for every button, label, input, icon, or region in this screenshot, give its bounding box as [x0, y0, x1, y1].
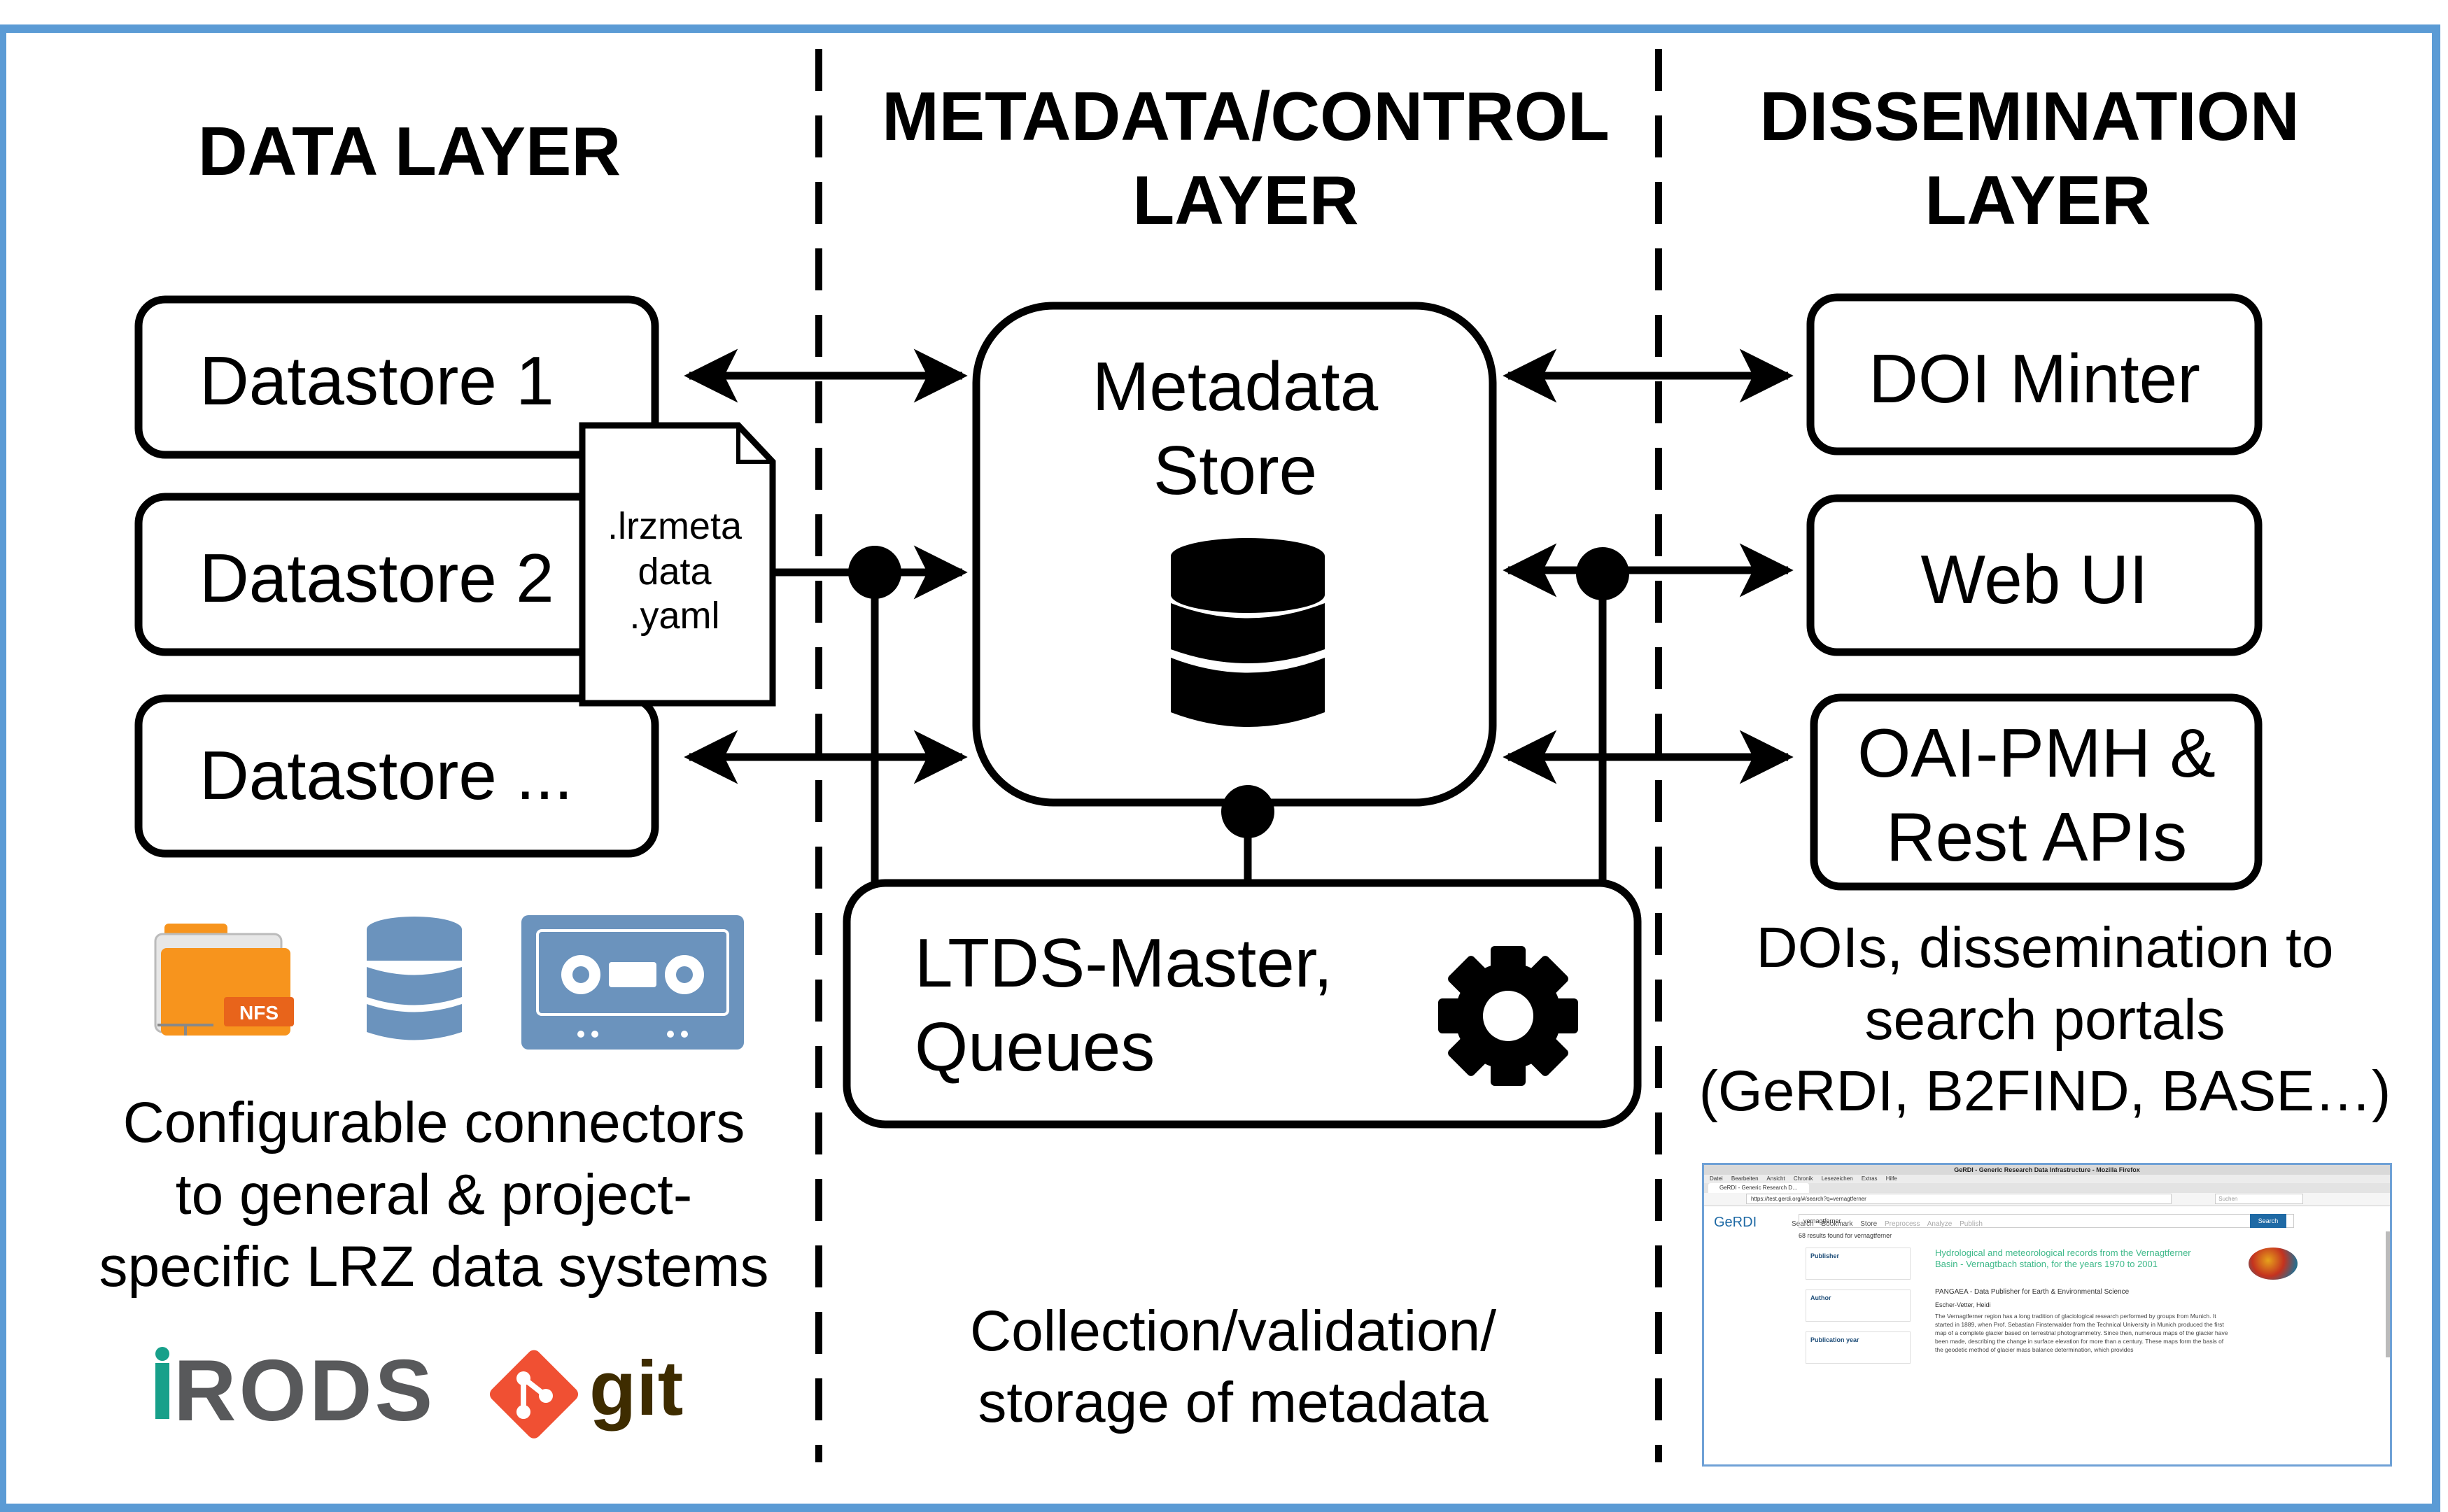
dissemination-layer-heading-line1: DISSEMINATION — [1759, 78, 2299, 155]
lrzmetadata-file-icon: .lrzmeta data .yaml — [579, 422, 776, 707]
doi-minter-box: DOI Minter — [1806, 293, 2263, 455]
datastore-2-box: Datastore 2 — [134, 493, 659, 656]
svg-text:NFS: NFS — [239, 1002, 279, 1024]
menu-item[interactable]: Datei — [1710, 1175, 1723, 1182]
tab-bar: GeRDI - Generic Research D… — [1704, 1183, 2390, 1193]
nav-publish[interactable]: Publish — [1960, 1220, 1983, 1228]
datastore-1-box: Datastore 1 — [134, 295, 659, 459]
facet-publisher[interactable]: Publisher — [1806, 1248, 1911, 1280]
svg-text:data: data — [638, 551, 712, 593]
gerdi-logo[interactable]: GeRDI — [1714, 1215, 1757, 1230]
portal-search-input[interactable]: vernagtferner — [1799, 1214, 2294, 1228]
gear-icon — [1438, 946, 1578, 1086]
svg-text:Datastore 2: Datastore 2 — [199, 539, 554, 616]
menu-item[interactable]: Bearbeiten — [1731, 1175, 1759, 1182]
svg-text:LTDS-Master,: LTDS-Master, — [915, 924, 1332, 1001]
junction-dot-center — [1221, 785, 1274, 838]
junction-dot-right — [1576, 547, 1629, 600]
dissemination-caption-line2: search portals — [1864, 988, 2225, 1052]
portal-nav: Search Bookmark Store Preprocess Analyze… — [1792, 1220, 1988, 1228]
nav-analyze[interactable]: Analyze — [1927, 1220, 1953, 1228]
git-logo: git — [489, 1345, 683, 1439]
menu-item[interactable]: Lesezeichen — [1821, 1175, 1853, 1182]
menu-item[interactable]: Extras — [1861, 1175, 1878, 1182]
portal-search-button[interactable]: Search — [2250, 1214, 2286, 1228]
svg-text:RODS: RODS — [174, 1343, 435, 1439]
oai-pmh-box: OAI-PMH & Rest APIs — [1810, 693, 2263, 891]
gerdi-portal-screenshot: GeRDI - Generic Research Data Infrastruc… — [1702, 1163, 2392, 1467]
irods-logo: RODS — [155, 1343, 435, 1439]
dissemination-caption-line3: (GeRDI, B2FIND, BASE…) — [1699, 1059, 2391, 1123]
metadata-layer-heading-line2: LAYER — [1132, 162, 1358, 239]
menu-bar: Datei Bearbeiten Ansicht Chronik Lesezei… — [1704, 1175, 2390, 1183]
svg-text:.yaml: .yaml — [629, 595, 719, 637]
nfs-folder-icon: NFS — [154, 924, 294, 1036]
datastore-n-box: Datastore ... — [134, 694, 659, 858]
result-description: The Vernagtferner region has a long trad… — [1935, 1313, 2228, 1353]
browser-tab[interactable]: GeRDI - Generic Research D… — [1708, 1183, 1810, 1193]
svg-text:OAI-PMH &: OAI-PMH & — [1857, 714, 2216, 791]
outer-frame — [0, 24, 2440, 1512]
result-thumbnail — [2249, 1248, 2298, 1280]
web-ui-box: Web UI — [1806, 494, 2263, 656]
data-layer-heading: DATA LAYER — [198, 113, 621, 190]
results-count: 68 results found for vernagtferner — [1799, 1232, 1892, 1239]
result-author: Escher-Vetter, Heidi — [1935, 1301, 1991, 1308]
svg-text:Metadata: Metadata — [1092, 348, 1379, 425]
svg-text:Datastore 1: Datastore 1 — [199, 342, 554, 419]
url-field[interactable]: https://test.gerdi.org/#/search?q=vernag… — [1746, 1194, 2172, 1205]
result-publisher: PANGAEA - Data Publisher for Earth & Env… — [1935, 1288, 2130, 1296]
dissemination-caption-line1: DOIs, dissemination to — [1757, 916, 2334, 980]
ltds-master-box: LTDS-Master, Queues — [843, 879, 1642, 1129]
junction-dot-left — [848, 546, 901, 599]
tape-cassette-icon — [521, 915, 744, 1050]
svg-text:DOI Minter: DOI Minter — [1869, 340, 2200, 417]
data-layer-caption-line3: specific LRZ data systems — [99, 1235, 769, 1299]
window-title: GeRDI - Generic Research Data Infrastruc… — [1704, 1165, 2390, 1175]
database-icon — [367, 917, 462, 1040]
menu-item[interactable]: Ansicht — [1766, 1175, 1785, 1182]
svg-text:.lrzmeta: .lrzmeta — [607, 505, 743, 547]
result-title-link[interactable]: Hydrological and meteorological records … — [1935, 1248, 2191, 1269]
nav-search[interactable]: Search — [1792, 1220, 1814, 1228]
data-layer-caption-line1: Configurable connectors — [123, 1091, 745, 1154]
nav-bookmark[interactable]: Bookmark — [1821, 1220, 1853, 1228]
facet-publication-year[interactable]: Publication year — [1806, 1331, 1911, 1364]
menu-item[interactable]: Chronik — [1793, 1175, 1813, 1182]
url-bar: https://test.gerdi.org/#/search?q=vernag… — [1704, 1193, 2390, 1206]
data-layer-caption-line2: to general & project- — [176, 1163, 692, 1227]
browser-search-field[interactable]: Suchen — [2215, 1194, 2304, 1205]
portal-header: GeRDI Search Bookmark Store Preprocess A… — [1704, 1206, 2390, 1231]
scrollbar[interactable] — [2386, 1231, 2390, 1357]
facet-author[interactable]: Author — [1806, 1290, 1911, 1322]
svg-text:git: git — [589, 1345, 683, 1432]
svg-text:Datastore ...: Datastore ... — [199, 737, 573, 814]
dissemination-layer-heading-line2: LAYER — [1925, 162, 2151, 239]
metadata-layer-caption-line1: Collection/validation/ — [970, 1299, 1496, 1363]
menu-item[interactable]: Hilfe — [1885, 1175, 1897, 1182]
database-icon — [1171, 538, 1325, 727]
svg-text:Web UI: Web UI — [1921, 541, 2148, 618]
metadata-layer-heading-line1: METADATA/CONTROL — [882, 78, 1610, 155]
metadata-layer-caption-line2: storage of metadata — [978, 1371, 1489, 1434]
svg-text:Queues: Queues — [915, 1008, 1155, 1085]
nav-preprocess[interactable]: Preprocess — [1884, 1220, 1920, 1228]
nav-store[interactable]: Store — [1860, 1220, 1878, 1228]
svg-text:Rest APIs: Rest APIs — [1886, 798, 2187, 875]
svg-text:Store: Store — [1153, 432, 1317, 509]
